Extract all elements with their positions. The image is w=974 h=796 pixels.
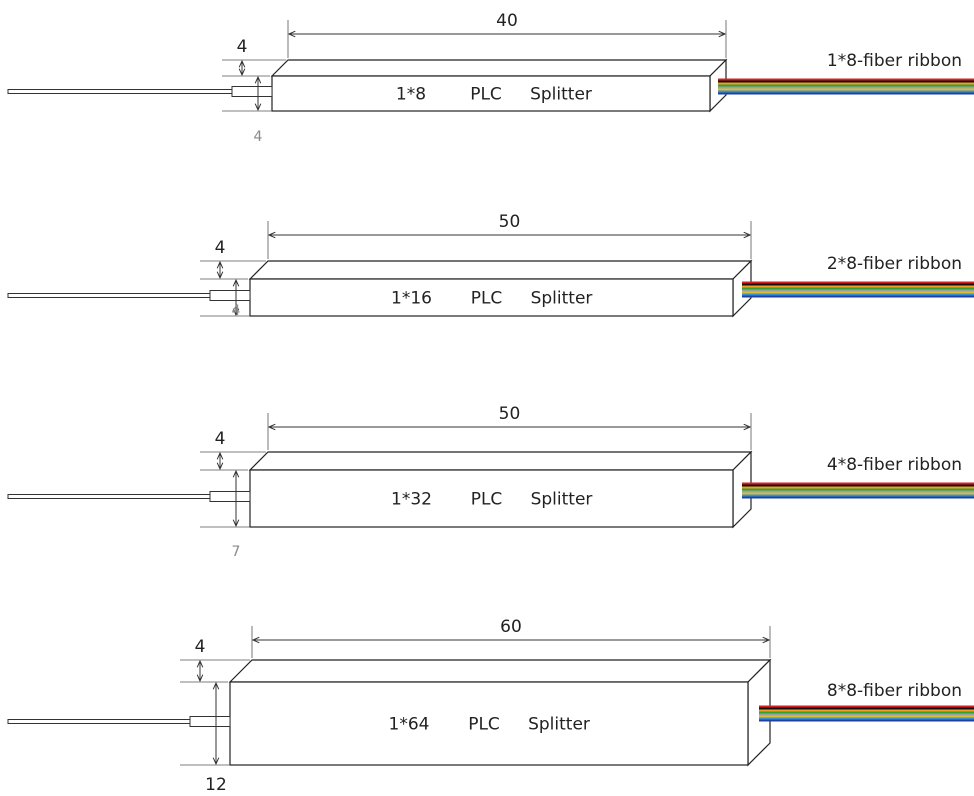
top-dimension-value: 4 [215, 238, 226, 258]
ribbon-label: 8*8-fiber ribbon [827, 681, 962, 701]
splitter-device-label: Splitter [531, 289, 593, 309]
length-dimension-value: 40 [496, 11, 518, 31]
input-fiber [7, 719, 191, 724]
input-boot [209, 290, 251, 301]
height-dimension-value: 4 [254, 129, 263, 145]
splitter-device-label: Splitter [528, 715, 590, 735]
splitter-type-label: PLC [468, 715, 500, 735]
length-dimension-value: 50 [499, 212, 521, 232]
box-front-face [249, 469, 734, 528]
input-fiber [7, 494, 211, 499]
length-dimension-value: 60 [500, 617, 522, 637]
box-front-face [271, 75, 711, 112]
top-dimension-value: 4 [195, 637, 206, 657]
splitter-device-label: Splitter [530, 85, 592, 105]
input-boot [231, 86, 273, 97]
top-dimension-value: 4 [215, 429, 226, 449]
output-ribbon [718, 78, 974, 95]
ribbon-label: 4*8-fiber ribbon [827, 455, 962, 475]
input-fiber [7, 293, 211, 298]
splitter-port-count: 1*8 [396, 85, 426, 105]
box-top-face [248, 451, 753, 471]
box-top-face [228, 659, 772, 683]
output-ribbon [742, 482, 974, 499]
splitter-1x16: 1*16 PLC Splitter 2*8-fiber ribbon 50 4 4 [7, 212, 974, 319]
splitter-1x32: 1*32 PLC Splitter 4*8-fiber ribbon 50 4 7 [7, 404, 974, 560]
splitter-device-label: Splitter [531, 490, 593, 510]
height-dimension-value: 4 [232, 303, 241, 319]
splitter-type-label: PLC [470, 85, 502, 105]
box-top-face [248, 260, 753, 280]
output-ribbon [742, 281, 974, 298]
ribbon-label: 1*8-fiber ribbon [827, 51, 962, 71]
splitter-port-count: 1*64 [389, 715, 430, 735]
splitter-port-count: 1*32 [391, 490, 432, 510]
box-top-face [270, 59, 728, 77]
top-dimension-value: 4 [237, 37, 248, 57]
splitter-type-label: PLC [471, 490, 503, 510]
splitter-type-label: PLC [471, 289, 503, 309]
height-dimension-value: 7 [232, 544, 241, 560]
ribbon-label: 2*8-fiber ribbon [827, 254, 962, 274]
splitter-1x8: 1*8 PLC Splitter 1*8-fiber ribbon 40 4 4 [7, 11, 974, 145]
output-ribbon [759, 705, 974, 722]
length-dimension-value: 50 [499, 404, 521, 424]
height-dimension-value: 12 [205, 775, 227, 795]
box-front-face [229, 681, 749, 766]
splitter-port-count: 1*16 [391, 289, 432, 309]
input-boot [189, 716, 231, 727]
input-fiber [7, 89, 233, 94]
splitter-1x64: 1*64 PLC Splitter 8*8-fiber ribbon 60 4 12 [7, 617, 974, 795]
input-boot [209, 491, 251, 502]
